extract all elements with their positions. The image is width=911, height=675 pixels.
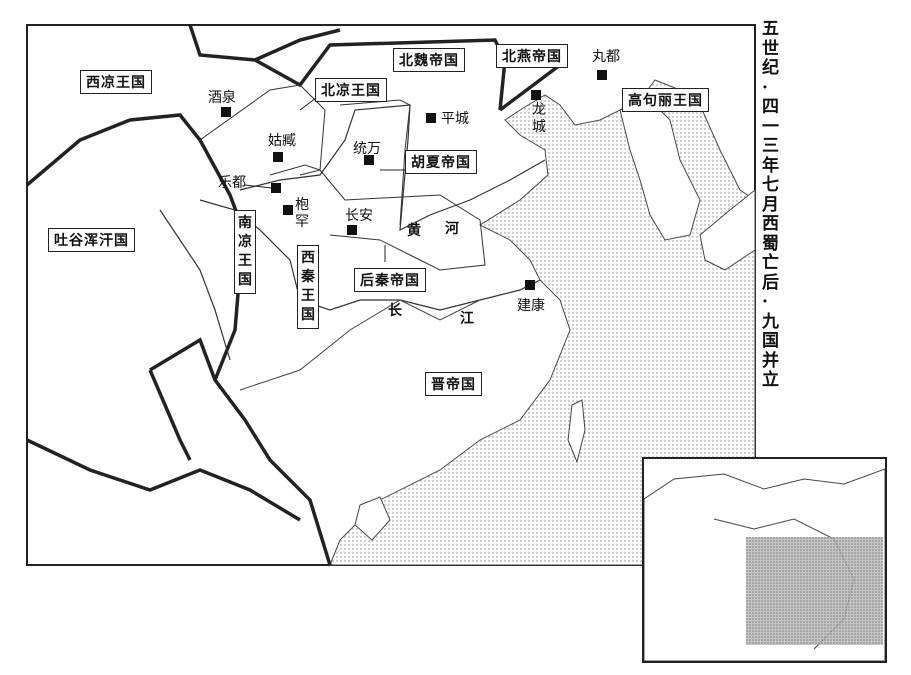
city-marker xyxy=(273,152,283,162)
korea-land xyxy=(619,99,701,241)
city-jiankang: 建康 xyxy=(517,298,545,314)
river-label: 河 xyxy=(445,221,459,237)
city-changan: 长安 xyxy=(345,208,373,224)
city-marker xyxy=(364,155,374,165)
locator-inset-map xyxy=(642,457,887,663)
label-beiwei: 北魏帝国 xyxy=(393,48,465,72)
south-coast xyxy=(239,299,481,391)
label-xiliang: 西凉王国 xyxy=(80,70,152,94)
label-huxia: 胡夏帝国 xyxy=(405,150,477,174)
city-ledu: 乐都 xyxy=(218,175,246,191)
river-label: 长 xyxy=(388,303,402,319)
city-marker xyxy=(597,70,607,80)
inset-svg xyxy=(643,468,886,662)
city-marker xyxy=(283,205,293,215)
label-tuyuhun: 吐谷浑汗国 xyxy=(48,228,135,252)
city-marker xyxy=(271,183,281,193)
inset-highlight xyxy=(746,537,883,645)
city-wandu: 丸都 xyxy=(592,49,620,65)
japan-land xyxy=(699,188,756,271)
label-xiqin: 西秦王国 xyxy=(297,245,319,329)
label-jin: 晋帝国 xyxy=(425,372,482,396)
label-beiyan: 北燕帝国 xyxy=(496,44,568,68)
city-jiuquan: 酒泉 xyxy=(208,90,236,106)
city-marker xyxy=(221,107,231,117)
taiwan-land xyxy=(567,399,586,464)
city-fuhan: 枹罕 xyxy=(295,197,309,230)
city-marker xyxy=(531,90,541,100)
label-nanliang: 南凉王国 xyxy=(234,210,256,294)
city-longcheng: 龙城 xyxy=(532,102,546,135)
city-guzang: 姑臧 xyxy=(268,133,296,149)
river-label: 江 xyxy=(460,311,474,327)
city-marker xyxy=(525,280,535,290)
city-pingcheng: 平城 xyxy=(441,111,469,127)
river-label: 黄 xyxy=(407,223,421,239)
city-marker xyxy=(426,113,436,123)
city-marker xyxy=(347,225,357,235)
label-gaogouli: 高句丽王国 xyxy=(622,88,709,112)
label-houqin: 后秦帝国 xyxy=(354,268,426,292)
map-title: 五世纪·四一三年七月 西蜀亡后·九国并立 xyxy=(762,19,796,390)
hainan-land xyxy=(354,496,391,541)
label-beiliang: 北凉王国 xyxy=(315,78,387,102)
city-tongwan: 统万 xyxy=(353,141,381,157)
